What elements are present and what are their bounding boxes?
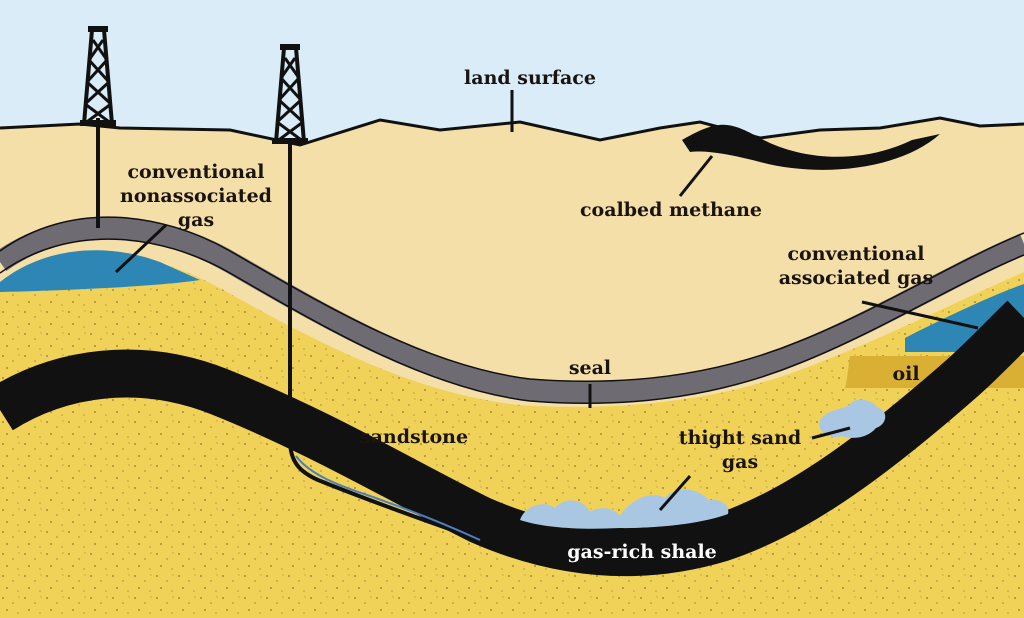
label-nonassociated-line-3: gas [178, 209, 214, 231]
label-nonassociated-line-2: nonassociated [120, 185, 272, 207]
label-gas-rich-shale: gas-rich shale [567, 541, 717, 563]
land-surface-line [0, 116, 1024, 147]
label-tight-gas-line-2: gas [722, 451, 758, 473]
label-seal: seal [569, 357, 611, 379]
leader-tight-gas-2 [658, 475, 692, 511]
seal-outline-bottom [0, 238, 1024, 405]
label-sandstone: sandstone [360, 426, 468, 448]
label-associated-line-1: conventional [787, 243, 924, 265]
seal-layer [0, 217, 1024, 404]
label-land-surface: land surface [464, 67, 596, 89]
label-associated-line-2: associated gas [779, 267, 934, 289]
derrick-icon [272, 44, 308, 144]
leader-associated-gas [861, 300, 979, 330]
label-oil: oil [892, 363, 919, 385]
shale-layer [0, 300, 1024, 577]
label-coalbed-methane: coalbed methane [580, 199, 762, 221]
tight-gas-blob-large [520, 489, 729, 529]
horizontal-lateral [295, 455, 481, 541]
well-bore-2 [288, 140, 481, 542]
leader-nonassociated-gas [114, 223, 168, 274]
derrick-icon [80, 26, 116, 126]
tight-gas-blob-small [819, 399, 886, 438]
leader-tight-gas-1 [811, 426, 851, 440]
label-nonassociated-line-1: conventional [127, 161, 264, 183]
seal-outline-top [0, 216, 1024, 383]
coal-seam [682, 124, 940, 170]
leader-coalbed-methane [678, 155, 714, 197]
label-tight-gas-line-1: thight sand [679, 427, 801, 449]
nonassociated-gas-pocket [0, 250, 200, 292]
